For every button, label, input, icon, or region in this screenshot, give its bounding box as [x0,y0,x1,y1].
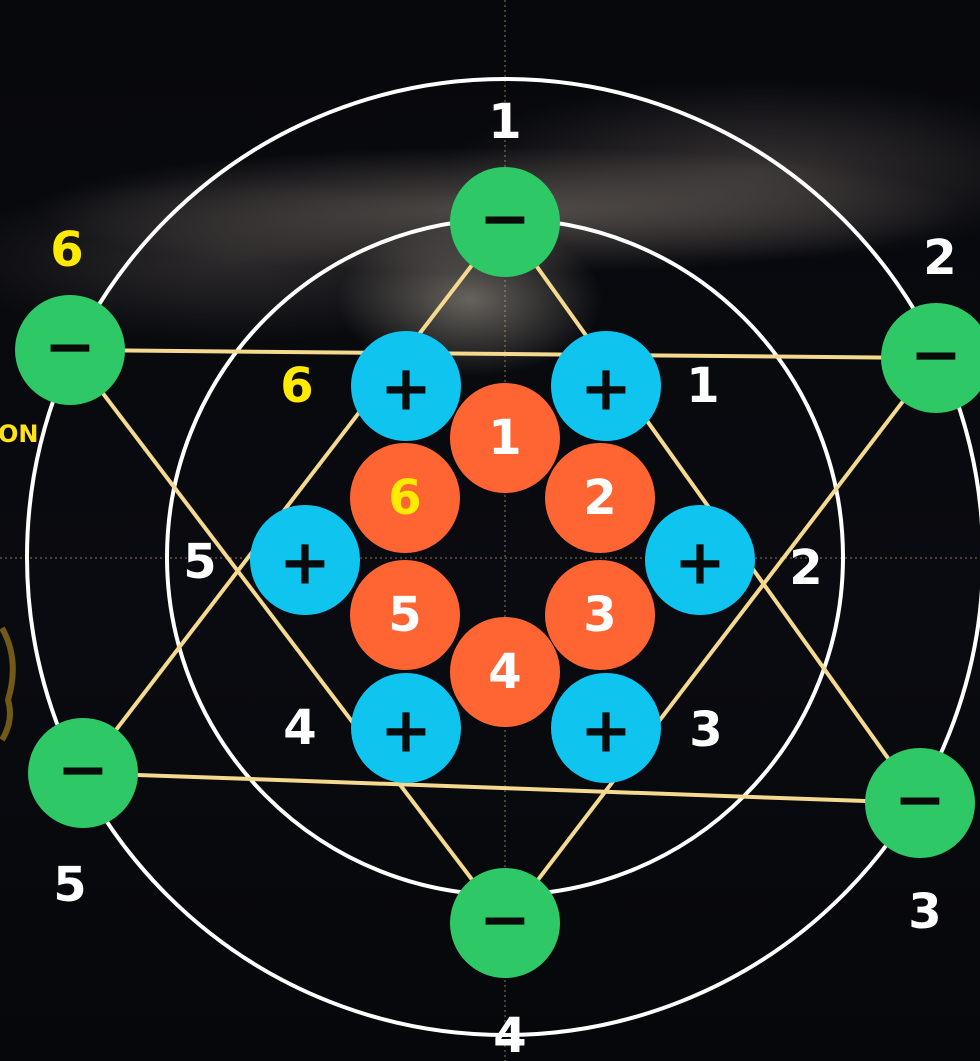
minus-symbol: − [44,310,96,383]
minus-symbol: − [57,733,109,806]
plus-symbol: + [580,694,632,767]
inner-node-4: 4 [450,617,560,727]
partial-label: ON [0,420,39,448]
outer-label-6: 6 [50,222,83,278]
partial-glyph [2,628,13,740]
outer-label-1: 1 [488,94,521,150]
minus-node-4: − [450,868,560,978]
outer-label-3: 3 [908,884,941,940]
inner-node-3: 3 [545,560,655,670]
plus-node-1: + [551,331,661,441]
inner-node-label: 5 [388,587,421,643]
plus-symbol: + [674,526,726,599]
minus-node-1: − [450,167,560,277]
plus-node-6: + [351,331,461,441]
minus-symbol: − [479,883,531,956]
inner-node-5: 5 [350,560,460,670]
inner-node-1: 1 [450,383,560,493]
middle-label-3: 3 [689,702,722,758]
minus-node-3: − [865,748,975,858]
minus-node-6: − [15,295,125,405]
minus-symbol: − [479,182,531,255]
outer-label-2: 2 [923,230,956,286]
plus-symbol: + [380,352,432,425]
minus-symbol: − [894,763,946,836]
plus-node-4: + [351,673,461,783]
inner-node-label: 4 [488,644,521,700]
outer-label-5: 5 [53,857,86,913]
plus-symbol: + [279,526,331,599]
inner-node-6: 6 [350,443,460,553]
inner-node-2: 2 [545,443,655,553]
middle-label-6: 6 [280,358,313,414]
plus-symbol: + [580,352,632,425]
plus-node-3: + [551,673,661,783]
middle-label-5: 5 [183,534,216,590]
minus-node-2: − [881,303,980,413]
middle-label-2: 2 [789,540,822,596]
plus-node-5: + [250,505,360,615]
plus-node-2: + [645,505,755,615]
plus-symbol: + [380,694,432,767]
inner-node-label: 1 [488,410,521,466]
inner-node-label: 6 [388,470,421,526]
inner-node-label: 3 [583,587,616,643]
minus-node-5: − [28,718,138,828]
inner-node-label: 2 [583,470,616,526]
middle-label-4: 4 [283,700,316,756]
minus-symbol: − [910,318,962,391]
middle-label-1: 1 [686,358,719,414]
outer-label-4: 4 [493,1008,526,1061]
